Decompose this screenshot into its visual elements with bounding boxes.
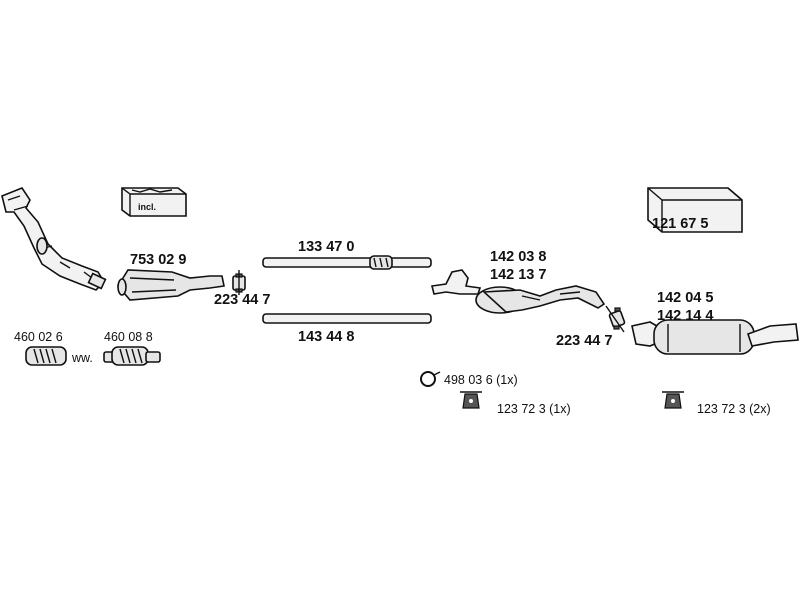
- front-pipe-kit-box: incl.: [121, 187, 187, 217]
- clamp-rear[interactable]: [605, 305, 626, 333]
- rubber-mount-rear[interactable]: [662, 391, 684, 409]
- clamp-front[interactable]: [232, 270, 246, 295]
- rear-silencer-label-b: 142 14 4: [657, 308, 713, 324]
- o-ring[interactable]: [420, 371, 441, 387]
- center-silencer-label-a: 142 03 8: [490, 249, 546, 265]
- mounting-kit-box-label: 121 67 5: [652, 216, 708, 232]
- middle-pipe-upper[interactable]: [262, 255, 432, 270]
- front-pipe-kit-box-label: incl.: [138, 202, 156, 212]
- middle-pipe-upper-label: 133 47 0: [298, 239, 354, 255]
- front-pipe[interactable]: [1, 187, 107, 291]
- rear-silencer[interactable]: [631, 319, 799, 355]
- rubber-mount-center-label: 123 72 3 (1x): [497, 402, 571, 416]
- rubber-mount-center[interactable]: [460, 391, 482, 409]
- middle-pipe-lower-label: 143 44 8: [298, 329, 354, 345]
- flex-pipe-a[interactable]: [25, 346, 67, 366]
- catalytic-converter-label: 753 02 9: [130, 252, 186, 268]
- mounting-kit-box: 121 67 5: [647, 187, 743, 233]
- center-silencer-label-b: 142 13 7: [490, 267, 546, 283]
- clamp-rear-label: 223 44 7: [556, 333, 612, 349]
- flex-pipe-a-label: 460 02 6: [14, 330, 63, 344]
- clamp-front-label: 223 44 7: [214, 292, 270, 308]
- flex-pipe-b[interactable]: [103, 346, 161, 366]
- middle-pipe-lower[interactable]: [262, 313, 432, 324]
- rubber-mount-rear-label: 123 72 3 (2x): [697, 402, 771, 416]
- center-silencer[interactable]: [431, 269, 606, 314]
- alternative-separator: ww.: [71, 351, 93, 365]
- catalytic-converter[interactable]: [117, 269, 225, 301]
- rear-silencer-label-a: 142 04 5: [657, 290, 713, 306]
- o-ring-label: 498 03 6 (1x): [444, 373, 518, 387]
- flex-pipe-b-label: 460 08 8: [104, 330, 153, 344]
